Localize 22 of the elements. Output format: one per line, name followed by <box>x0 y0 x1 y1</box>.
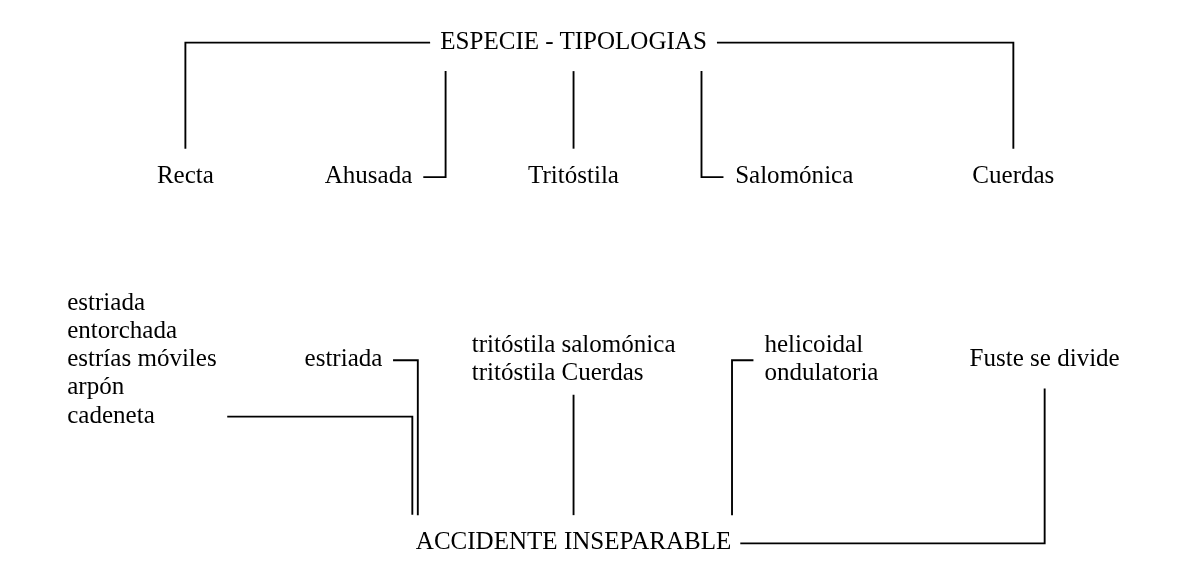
connector <box>392 359 419 517</box>
connector <box>731 359 755 517</box>
node-text: estriada entorchada estrías móviles arpón cadeneta <box>67 287 217 428</box>
connector <box>184 41 432 150</box>
node-text: Salomónica <box>735 161 854 189</box>
node-text: Ahusada <box>324 161 413 189</box>
connector <box>572 393 575 517</box>
node-text: tritóstila salomónica tritóstila Cuerdas <box>471 330 676 386</box>
connector <box>572 70 575 150</box>
node-text: helicoidal ondulatoria <box>764 330 879 386</box>
node-text: ESPECIE - TIPOLOGIAS <box>440 26 707 54</box>
node-text: Fuste se divide <box>969 344 1120 372</box>
connector <box>739 387 1046 545</box>
node-text: Cuerdas <box>972 161 1055 189</box>
connector <box>700 70 725 179</box>
connector <box>422 70 447 179</box>
connector <box>226 415 414 516</box>
node-text: Recta <box>156 161 214 189</box>
node-text: estriada <box>304 344 383 372</box>
node-text: Tritóstila <box>528 161 619 189</box>
node-text: ACCIDENTE INSEPARABLE <box>415 527 732 555</box>
connector <box>716 41 1015 150</box>
